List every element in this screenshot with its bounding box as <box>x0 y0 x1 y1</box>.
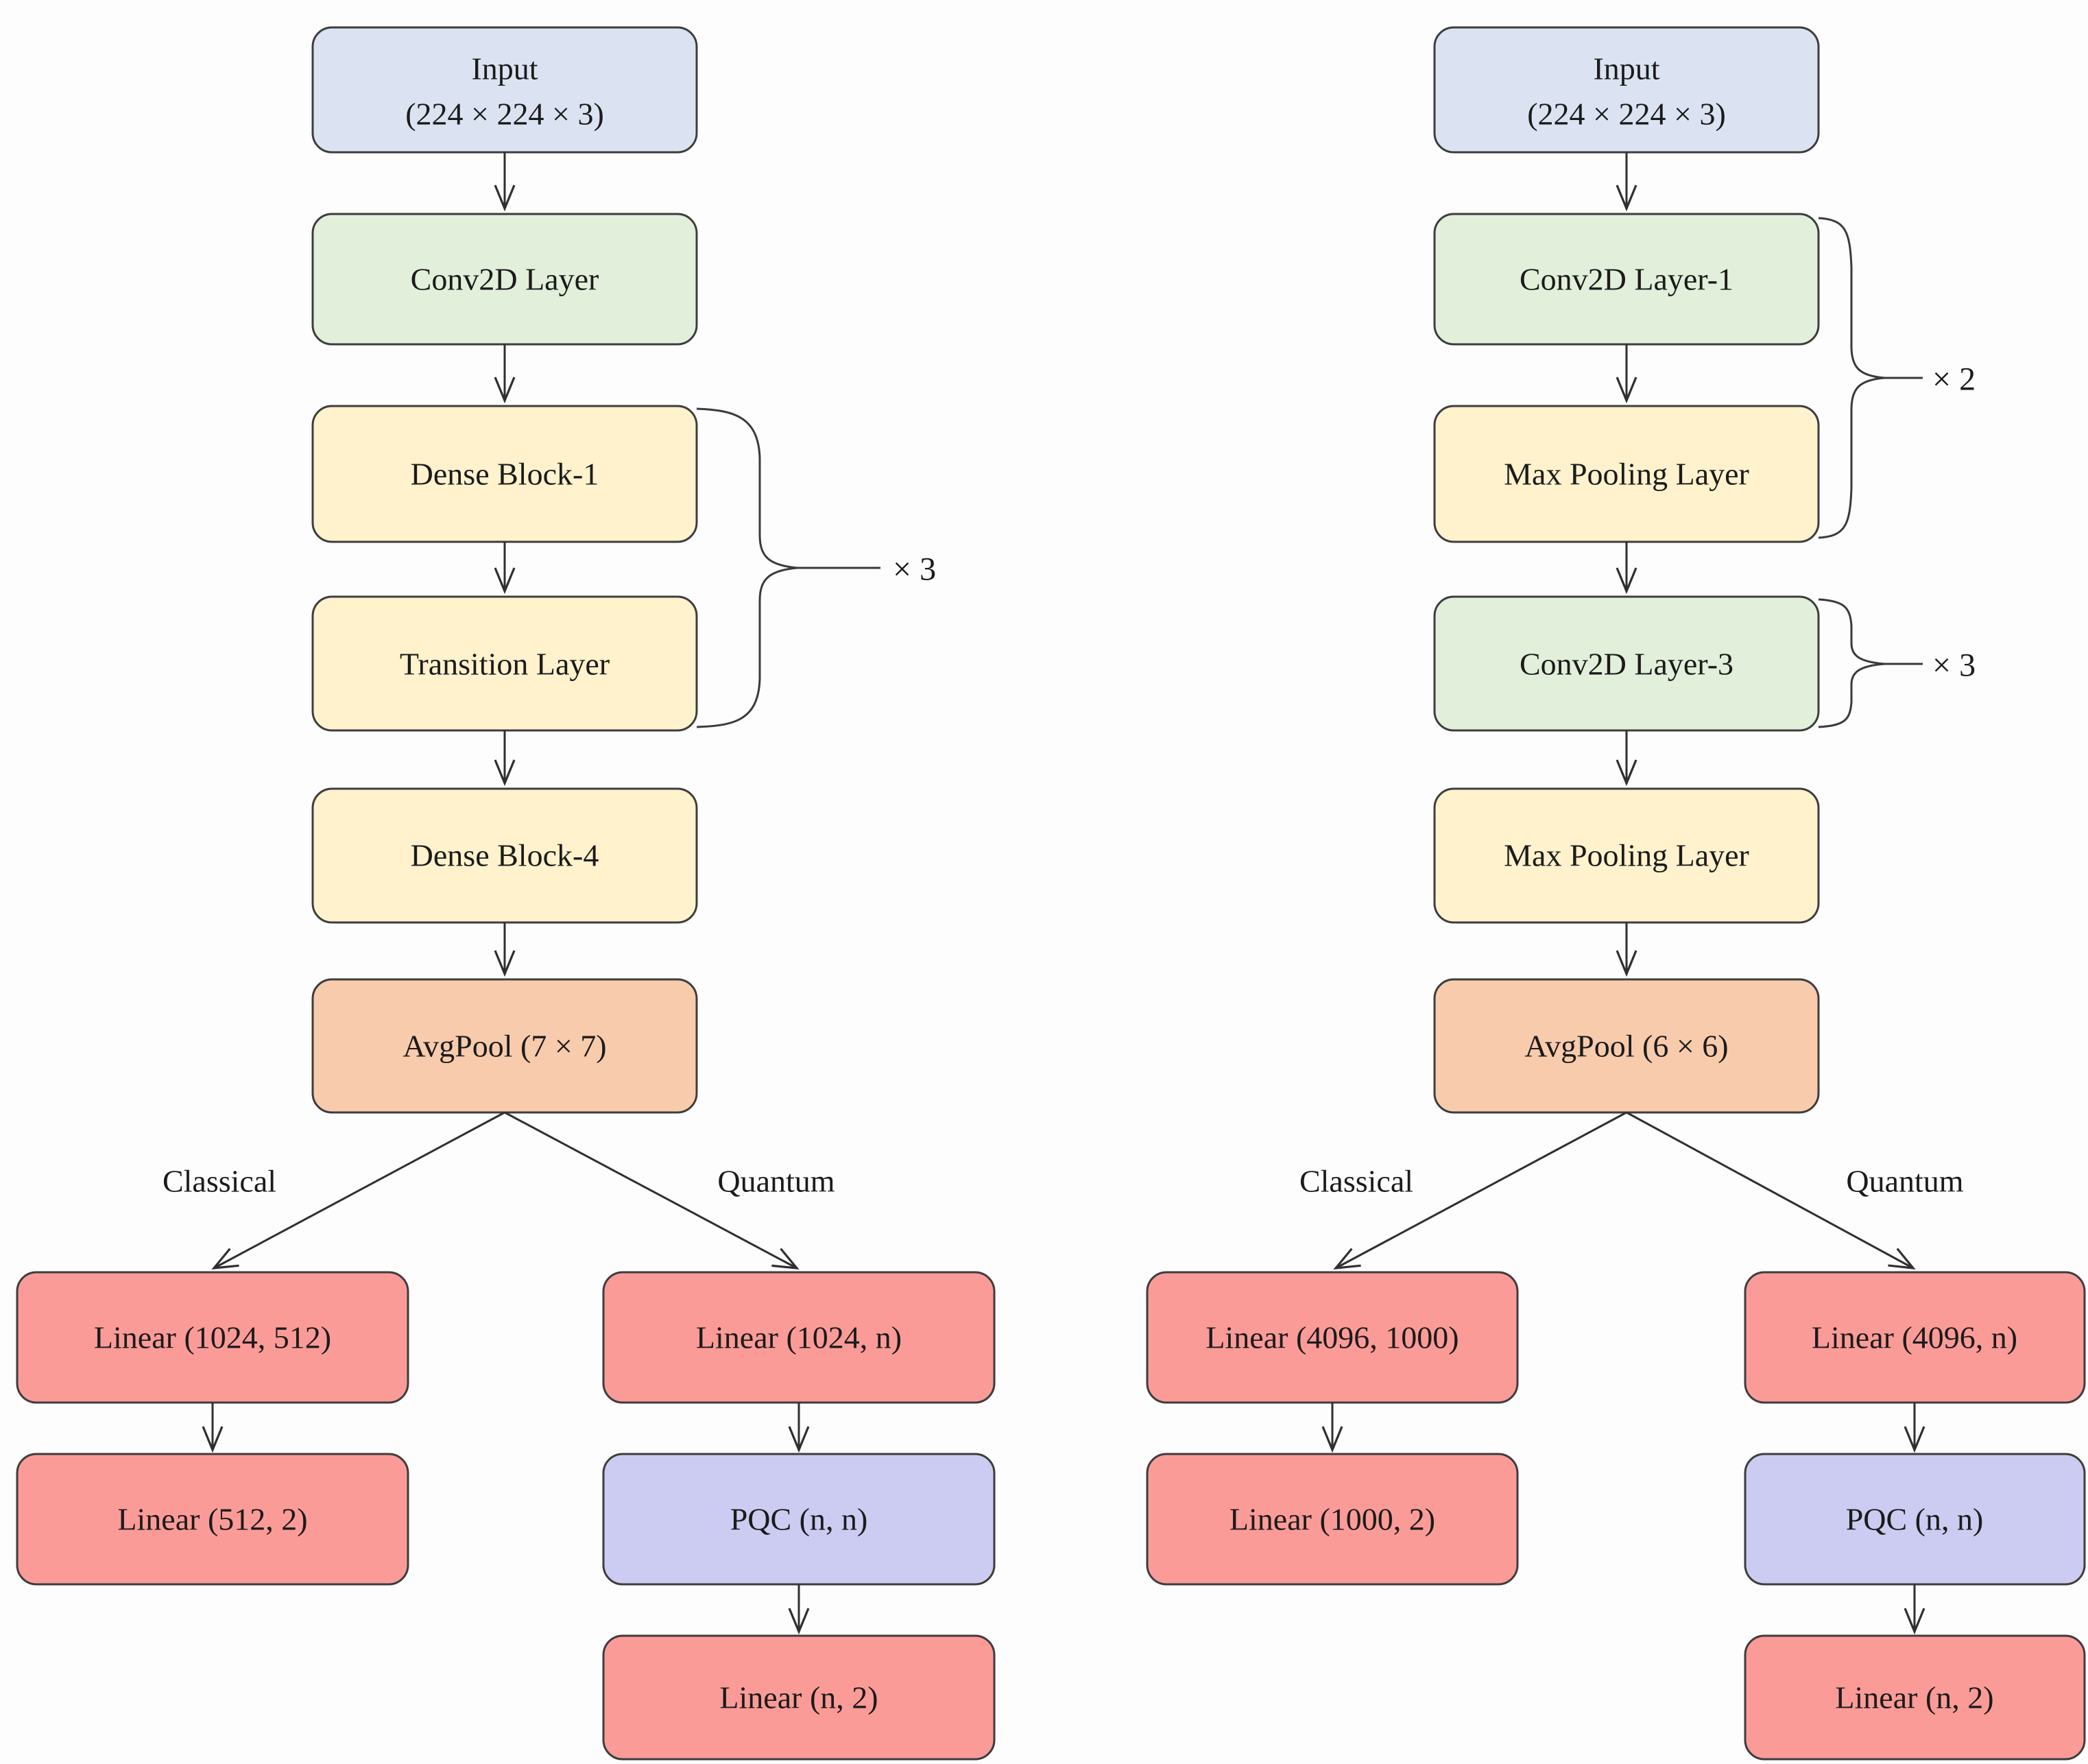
right-avgpool-label: AvgPool (6 × 6) <box>1524 1029 1728 1064</box>
right-conv2d-1-box: Conv2D Layer-1 <box>1433 213 1820 346</box>
right-input-box: Input (224 × 224 × 3) <box>1433 26 1820 154</box>
right-maxpool-1-box: Max Pooling Layer <box>1433 405 1820 543</box>
left-classical-linear1-box: Linear (1024, 512) <box>16 1271 409 1404</box>
right-quantum-linear2-label: Linear (n, 2) <box>1835 1680 1993 1715</box>
right-classical-linear1-box: Linear (4096, 1000) <box>1146 1271 1519 1404</box>
left-classical-linear2-label: Linear (512, 2) <box>117 1502 307 1537</box>
left-conv2d-label: Conv2D Layer <box>411 262 599 297</box>
right-classical-linear2-box: Linear (1000, 2) <box>1146 1453 1519 1586</box>
left-model-column: Input (224 × 224 × 3) Conv2D Layer Dense… <box>16 26 996 1761</box>
right-maxpool-2-label: Max Pooling Layer <box>1504 838 1749 873</box>
arrow-branch-left-icon <box>1336 1111 1627 1268</box>
left-classical-linear2-box: Linear (512, 2) <box>16 1453 409 1586</box>
right-conv2d-3-label: Conv2D Layer-3 <box>1520 647 1733 682</box>
left-classical-linear2-rect <box>16 1453 409 1586</box>
left-quantum-linear2-box: Linear (n, 2) <box>602 1634 996 1761</box>
right-quantum-linear2-box: Linear (n, 2) <box>1744 1634 2086 1761</box>
right-maxpool-2-box: Max Pooling Layer <box>1433 787 1820 924</box>
right-quantum-pqc-box: PQC (n, n) <box>1744 1453 2086 1586</box>
arrow-branch-left-icon <box>214 1111 505 1268</box>
right-quantum-branch-label: Quantum <box>1846 1164 1963 1199</box>
left-dense-block-1-label: Dense Block-1 <box>411 457 599 492</box>
left-quantum-pqc-box: PQC (n, n) <box>602 1453 996 1586</box>
right-maxpool-1-label: Max Pooling Layer <box>1504 457 1749 492</box>
right-input-shape: (224 × 224 × 3) <box>1527 97 1726 132</box>
right-repeat-x2-label: × 2 <box>1932 361 1976 398</box>
arrow-branch-right-icon <box>504 1111 797 1268</box>
right-classical-branch-label: Classical <box>1299 1164 1413 1199</box>
right-conv2d-1-label: Conv2D Layer-1 <box>1520 262 1733 297</box>
right-quantum-linear1-box: Linear (4096, n) <box>1744 1271 2086 1404</box>
left-transition-layer-label: Transition Layer <box>400 647 610 682</box>
left-input-title: Input <box>471 51 538 86</box>
right-classical-linear2-rect <box>1146 1453 1519 1586</box>
right-repeat-x3-label: × 3 <box>1932 647 1976 684</box>
right-classical-linear2-label: Linear (1000, 2) <box>1229 1502 1435 1537</box>
left-quantum-linear1-box: Linear (1024, n) <box>602 1271 996 1404</box>
right-conv2d-3-box: Conv2D Layer-3 <box>1433 595 1820 732</box>
left-transition-layer-box: Transition Layer <box>311 595 698 732</box>
left-quantum-linear2-label: Linear (n, 2) <box>719 1680 878 1715</box>
left-quantum-branch-label: Quantum <box>717 1164 835 1199</box>
right-repeat-brace-x3: × 3 <box>1818 598 1976 728</box>
arrow-branch-right-icon <box>1626 1111 1913 1268</box>
left-input-shape: (224 × 224 × 3) <box>405 97 604 132</box>
left-quantum-linear2-rect <box>602 1634 996 1761</box>
left-avgpool-box: AvgPool (7 × 7) <box>311 978 698 1114</box>
brace-icon <box>1818 598 1885 728</box>
right-input-title: Input <box>1593 51 1659 86</box>
left-repeat-brace: × 3 <box>696 407 936 728</box>
left-dense-block-4-box: Dense Block-4 <box>311 787 698 924</box>
left-dense-block-4-label: Dense Block-4 <box>411 838 599 873</box>
right-input-rect <box>1433 26 1820 154</box>
right-avgpool-box: AvgPool (6 × 6) <box>1433 978 1820 1114</box>
left-classical-linear1-label: Linear (1024, 512) <box>94 1320 331 1355</box>
left-input-box: Input (224 × 224 × 3) <box>311 26 698 154</box>
brace-icon <box>1818 217 1885 539</box>
left-avgpool-label: AvgPool (7 × 7) <box>403 1029 606 1064</box>
left-dense-block-1-box: Dense Block-1 <box>311 405 698 543</box>
left-input-rect <box>311 26 698 154</box>
left-repeat-label: × 3 <box>893 551 936 588</box>
brace-icon <box>696 407 797 728</box>
right-quantum-pqc-label: PQC (n, n) <box>1846 1502 1984 1537</box>
right-quantum-linear1-label: Linear (4096, n) <box>1812 1320 2017 1355</box>
right-quantum-linear2-rect <box>1744 1634 2086 1761</box>
left-quantum-linear1-label: Linear (1024, n) <box>696 1320 902 1355</box>
right-model-column: Input (224 × 224 × 3) Conv2D Layer-1 Max… <box>1146 26 2086 1761</box>
left-classical-branch-label: Classical <box>163 1164 276 1199</box>
right-repeat-brace-x2: × 2 <box>1818 217 1976 539</box>
left-quantum-pqc-label: PQC (n, n) <box>730 1502 868 1537</box>
right-classical-linear1-label: Linear (4096, 1000) <box>1205 1320 1459 1355</box>
left-conv2d-box: Conv2D Layer <box>311 213 698 346</box>
